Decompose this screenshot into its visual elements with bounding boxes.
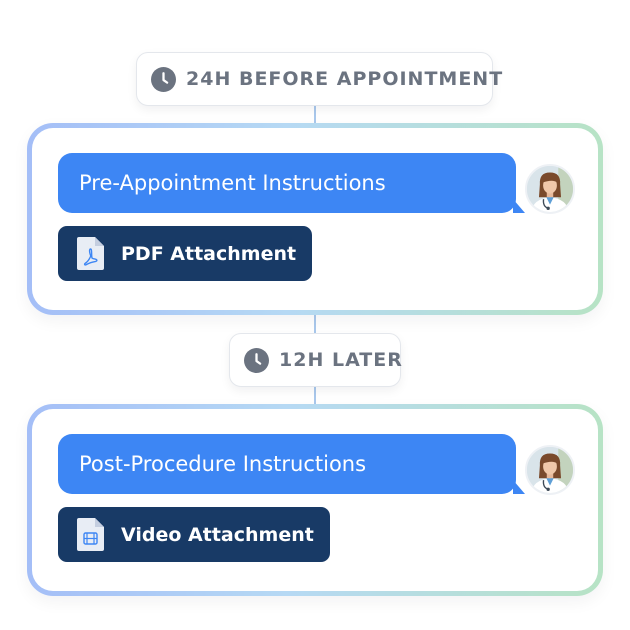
pdf-file-icon	[77, 237, 104, 270]
doctor-avatar	[525, 445, 575, 495]
timing-pill: 12H LATER	[229, 333, 403, 387]
clock-icon	[151, 66, 176, 92]
timing-label: 24H BEFORE APPOINTMENT	[186, 68, 504, 90]
message-text: Pre-Appointment Instructions	[79, 171, 386, 195]
clock-icon	[244, 347, 269, 373]
message-card: Post-Procedure Instructions	[27, 404, 603, 596]
attachment-label: Video Attachment	[121, 523, 314, 546]
video-file-icon	[77, 518, 104, 551]
timing-label: 12H LATER	[279, 349, 403, 371]
doctor-avatar	[525, 164, 575, 214]
timing-pill: 24H BEFORE APPOINTMENT	[136, 52, 502, 106]
attachment-button[interactable]: Video Attachment	[58, 507, 330, 562]
timeline-connector	[314, 312, 316, 336]
message-text: Post-Procedure Instructions	[79, 452, 367, 476]
timeline-connector	[314, 104, 316, 128]
message-card: Pre-Appointment Instructions	[27, 123, 603, 315]
message-bubble[interactable]: Pre-Appointment Instructions	[58, 153, 525, 213]
attachment-button[interactable]: PDF Attachment	[58, 226, 313, 281]
timeline-connector	[314, 385, 316, 409]
message-bubble[interactable]: Post-Procedure Instructions	[58, 434, 525, 494]
attachment-label: PDF Attachment	[121, 242, 297, 265]
